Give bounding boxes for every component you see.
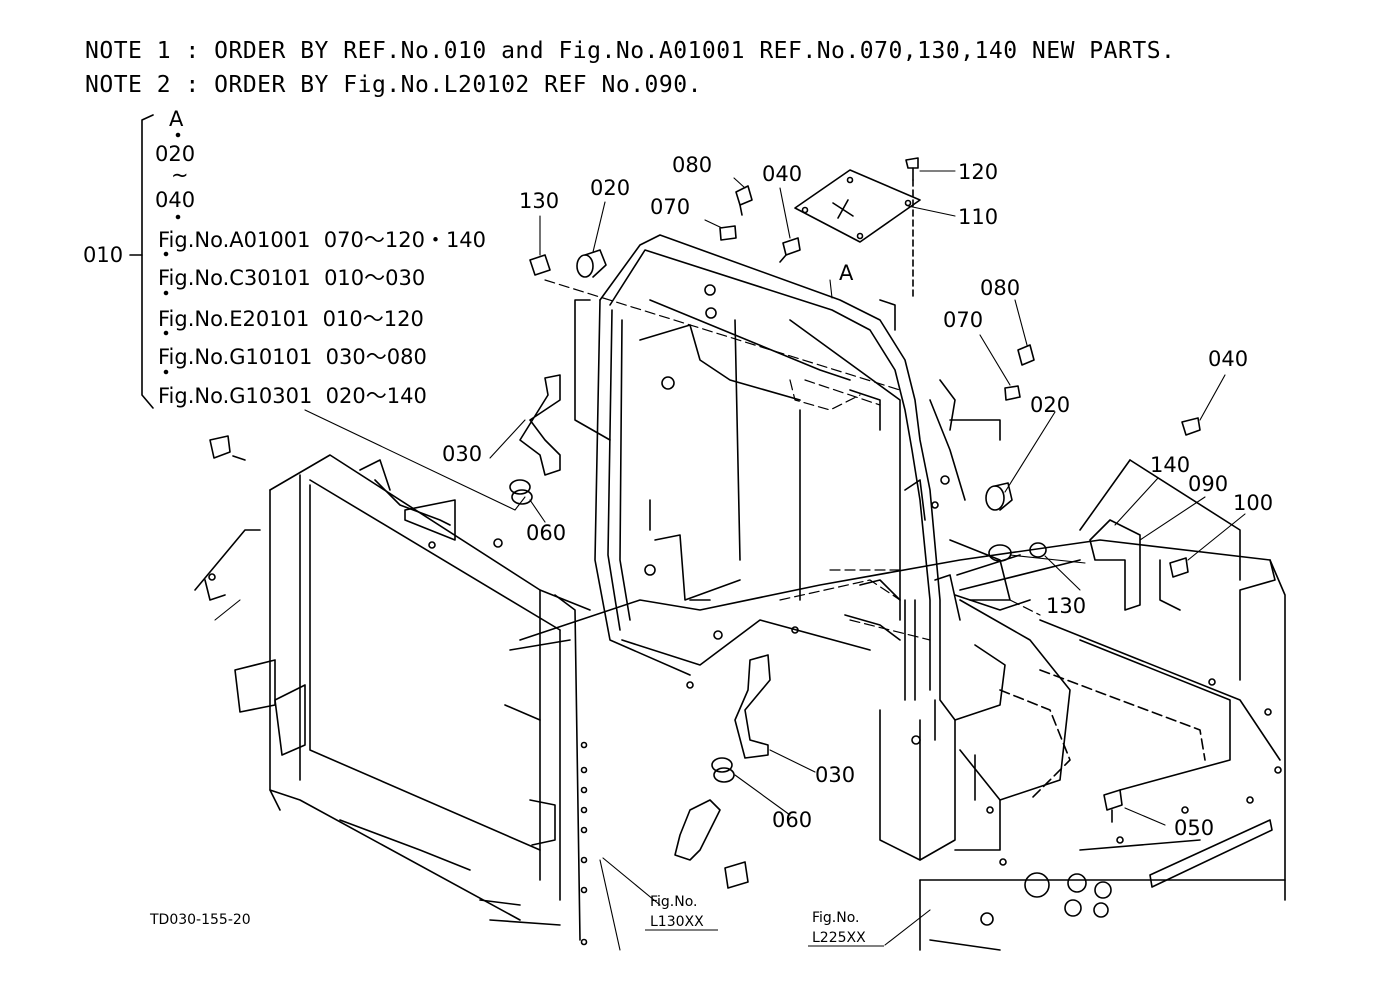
tree-fig-g10301: Fig.No.G10301 020～140 [158,384,427,408]
floor-plate [519,459,1286,951]
callout-080-right: 080 [980,276,1020,300]
callout-110: 110 [958,205,998,229]
callout-a-marker: A [839,261,854,285]
tree-fig-e20101: Fig.No.E20101 010～120 [158,307,424,331]
callout-120: 120 [958,160,998,184]
callout-130-left: 130 [519,189,559,213]
callout-140: 140 [1150,453,1190,477]
callout-130-right: 130 [1046,594,1086,618]
callout-040-right: 040 [1208,347,1248,371]
tree-item-040: 040 [155,188,196,212]
left-frame [194,454,591,946]
callout-070-right: 070 [943,308,983,332]
callout-100: 100 [1233,491,1273,515]
tree-item-tilde: ~ [171,163,189,187]
callout-050: 050 [1174,816,1214,840]
hidden-lines [544,279,1041,641]
fig-ref-l130xx-line2: L130XX [650,914,704,930]
drawing-id: TD030-155-20 [149,912,251,928]
tree-parent-ref: 010 [83,243,124,267]
fig-ref-l225xx-line2: L225XX [812,930,866,946]
tree-bracket [129,114,181,409]
cab-frame [574,234,1282,866]
fig-ref-l130xx-line1: Fig.No. [650,894,698,910]
callout-080-left: 080 [672,153,712,177]
tree-item-020: 020 [155,142,196,166]
tree-fig-c30101: Fig.No.C30101 010～030 [158,266,426,290]
callout-090: 090 [1188,472,1228,496]
callout-020-left: 020 [590,176,630,200]
leader-lines [214,170,1246,951]
callout-060-lower: 060 [772,808,812,832]
parts [209,157,1201,889]
callout-020-right: 020 [1030,393,1070,417]
callout-040-left: 040 [762,162,802,186]
note-1: NOTE 1 : ORDER BY REF.No.010 and Fig.No.… [85,38,1176,64]
tree-fig-g10101: Fig.No.G10101 030～080 [158,345,427,369]
fig-ref-l225xx-line1: Fig.No. [812,910,860,926]
callout-030-lower: 030 [815,763,855,787]
tree-item-a: A [169,107,184,131]
tree-fig-a01001: Fig.No.A01001 070～120・140 [158,228,487,252]
callout-030-left: 030 [442,442,482,466]
callout-070-left: 070 [650,195,690,219]
callout-060-left: 060 [526,521,566,545]
note-2: NOTE 2 : ORDER BY Fig.No.L20102 REF No.0… [85,72,702,98]
